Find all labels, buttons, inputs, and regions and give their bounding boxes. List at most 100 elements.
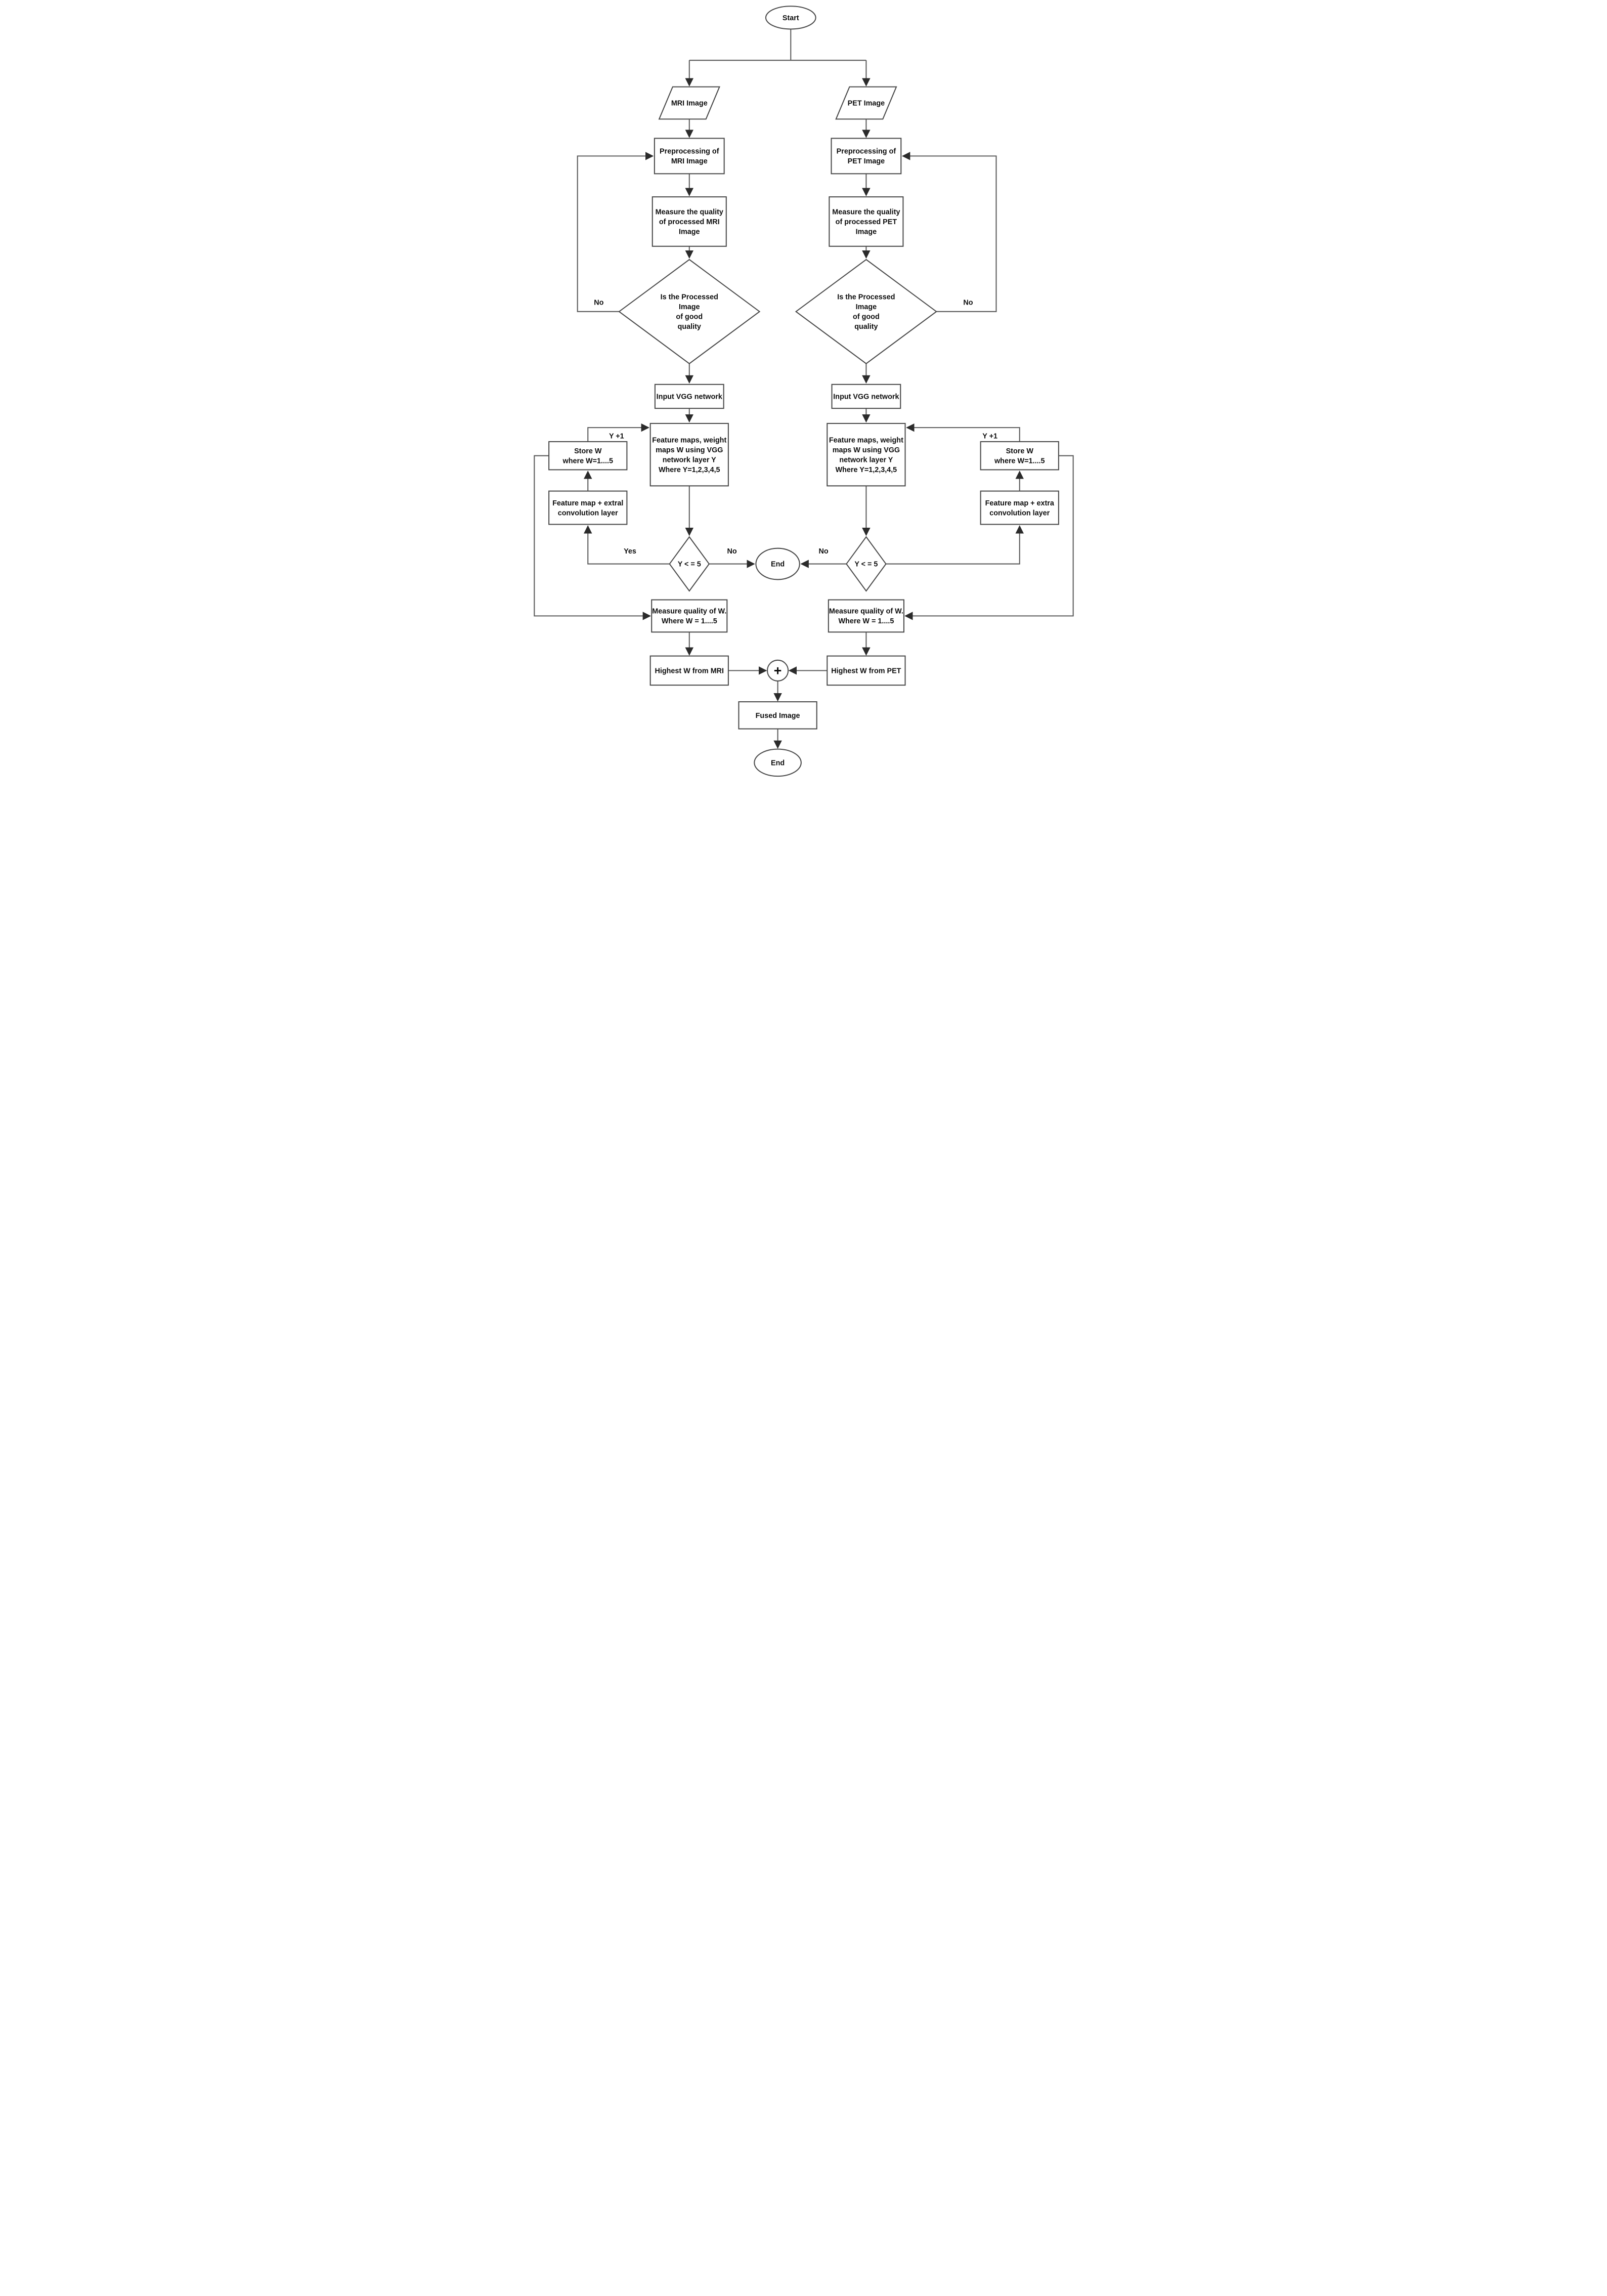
highest-w-pet-shape <box>826 655 906 686</box>
end-mid-terminator-label: End <box>771 561 785 569</box>
no-loop-pet-label: No <box>963 299 973 307</box>
input-vgg-mri: Input VGG network <box>654 384 724 409</box>
measure-quality-pet-shape <box>828 196 903 247</box>
mri-image-input: MRI Image <box>658 86 720 120</box>
store-to-measure-w-pet-line <box>904 455 1074 620</box>
measure-quality-mri-shape <box>652 196 727 247</box>
preprocess-pet-shape <box>830 138 901 175</box>
y-plus-one-pet-line <box>905 423 1020 442</box>
layer-yes-pet <box>885 525 1024 565</box>
layer-yes-mri-line <box>583 525 670 565</box>
extra-conv-pet-shape <box>980 490 1059 525</box>
highest-w-pet: Highest W from PET <box>826 655 906 686</box>
preprocess-mri-shape <box>654 138 725 175</box>
layer-decision-mri: Y < = 5 <box>668 536 710 592</box>
layer-decision-mri-shape <box>668 536 710 592</box>
start-terminator: Start <box>765 6 816 30</box>
store-w-pet-shape <box>980 441 1059 471</box>
measure-w-pet-shape <box>828 599 904 633</box>
sum-junction: + <box>766 659 789 682</box>
fused-image: Fused Image <box>737 701 817 730</box>
end-mid-terminator: End <box>755 547 800 580</box>
feature-maps-pet-shape <box>826 422 906 487</box>
measure-w-mri: Measure quality of W.Where W = 1....5 <box>650 599 727 633</box>
highest-w-mri-shape <box>649 655 729 686</box>
no-loop-mri-line <box>577 152 654 312</box>
input-vgg-mri-label: Input VGG network <box>656 393 722 401</box>
pet-image-input-label: PET Image <box>847 100 885 108</box>
quality-decision-pet-shape <box>795 259 937 364</box>
pet-image-input-shape <box>835 86 897 120</box>
input-vgg-pet-label: Input VGG network <box>833 393 899 401</box>
layer-decision-pet: Y < = 5 <box>845 536 887 592</box>
highest-w-mri-label: Highest W from MRI <box>655 667 724 675</box>
no-loop-pet: No <box>901 152 996 312</box>
mri-image-input-shape <box>658 86 720 120</box>
layer-decision-mri-label: Y < = 5 <box>677 561 701 569</box>
y-plus-one-pet: Y +1 <box>905 423 1020 442</box>
y-plus-one-mri-label: Y +1 <box>609 433 624 441</box>
layer-no-mri: No <box>709 547 755 568</box>
layer-decision-pet-label: Y < = 5 <box>854 561 878 569</box>
measure-w-pet-label: Measure quality of W.Where W = 1....5 <box>829 608 903 626</box>
end-mid-terminator-shape <box>755 547 800 580</box>
end-terminator-label: End <box>771 759 785 767</box>
y-plus-one-mri: Y +1 <box>587 423 649 442</box>
fused-image-label: Fused Image <box>755 712 800 720</box>
store-to-measure-w-mri <box>533 455 651 620</box>
sum-junction-shape <box>766 659 789 682</box>
measure-w-mri-shape <box>650 599 727 633</box>
store-to-measure-w-pet <box>904 455 1074 620</box>
start-terminator-label: Start <box>782 14 799 22</box>
end-terminator-shape <box>753 748 802 777</box>
input-vgg-pet: Input VGG network <box>831 384 901 409</box>
layer-yes-mri: Yes <box>583 525 670 565</box>
sum-junction-label: + <box>773 663 781 678</box>
layer-yes-mri-label: Yes <box>624 547 636 556</box>
measure-w-mri-label: Measure quality of W.Where W = 1....5 <box>652 608 726 626</box>
no-loop-mri: No <box>577 152 654 312</box>
highest-w-mri: Highest W from MRI <box>649 655 729 686</box>
store-w-mri-shape <box>548 441 627 471</box>
extra-conv-mri-shape <box>548 490 627 525</box>
highest-w-pet-label: Highest W from PET <box>831 667 901 675</box>
quality-decision-mri-shape <box>618 259 760 364</box>
start-terminator-shape <box>765 6 816 30</box>
input-vgg-mri-shape <box>654 384 724 409</box>
feature-maps-mri-shape <box>649 422 729 487</box>
store-to-measure-w-mri-line <box>533 455 651 620</box>
layer-yes-pet-line <box>885 525 1024 565</box>
layer-decision-pet-shape <box>845 536 887 592</box>
end-terminator: End <box>753 748 802 777</box>
no-loop-pet-line <box>901 152 996 312</box>
layer-no-pet-label: No <box>818 547 828 556</box>
y-plus-one-pet-label: Y +1 <box>982 433 997 441</box>
input-vgg-pet-shape <box>831 384 901 409</box>
mri-image-input-label: MRI Image <box>671 100 707 108</box>
layer-no-mri-label: No <box>727 547 736 556</box>
